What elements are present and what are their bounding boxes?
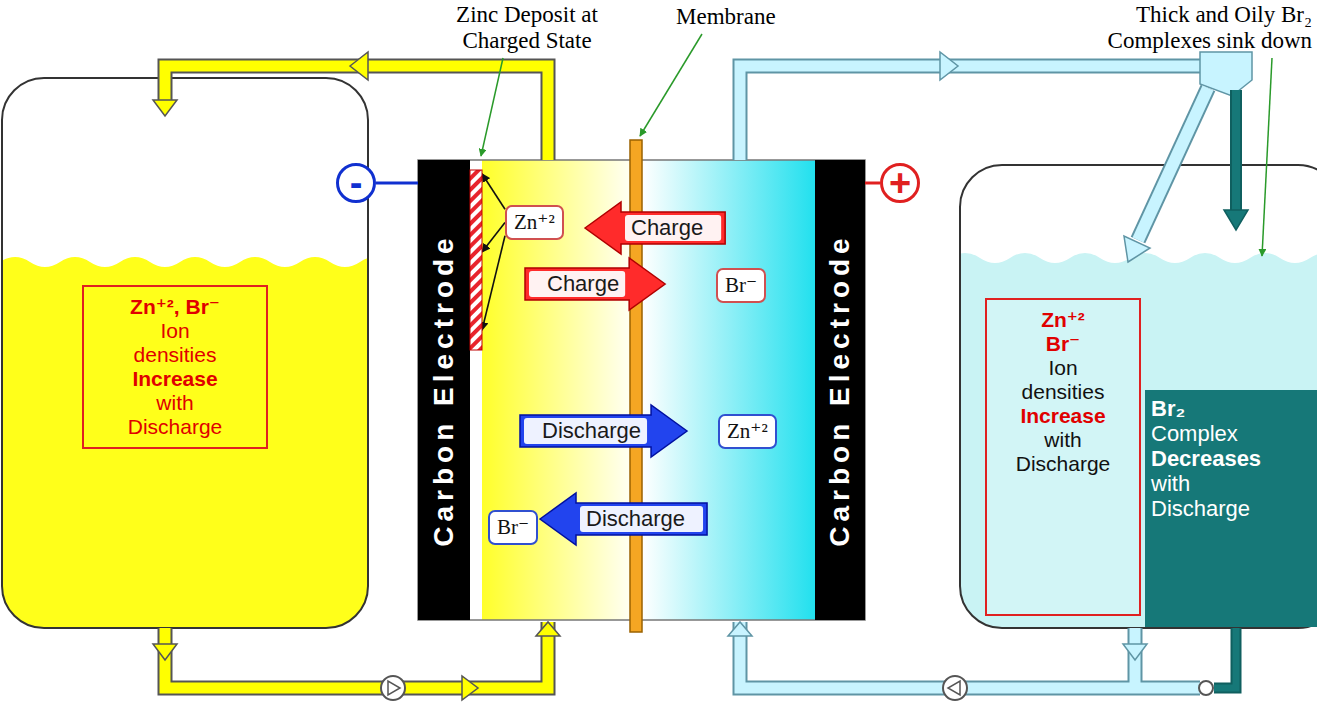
deposition-arrow xyxy=(482,174,505,209)
electrolyte-pipe xyxy=(740,66,1212,160)
valve-symbol xyxy=(1199,681,1213,695)
block-arrow-body xyxy=(520,405,687,457)
node-text: Br⁻ xyxy=(725,273,757,298)
node-text: Complex xyxy=(1151,421,1311,446)
flow-arrowhead xyxy=(350,52,368,80)
charge-arrow: Charge xyxy=(525,258,665,310)
node-text: Charge xyxy=(547,258,619,310)
node-text: + xyxy=(889,164,911,202)
pipe-outline xyxy=(1138,88,1208,240)
pump-symbol xyxy=(388,681,400,695)
block-arrow-body xyxy=(540,493,707,545)
ion-box: Br⁻ xyxy=(488,510,538,545)
node-text: Zn⁺² xyxy=(727,419,768,444)
pipe-outline xyxy=(740,622,1200,688)
pipe-outline xyxy=(1214,628,1236,688)
bromine-complex-layer: Br₂ComplexDecreaseswith Discharge xyxy=(1145,390,1317,627)
leader-line xyxy=(1262,58,1272,256)
leader-line xyxy=(481,58,503,156)
flow-arrowhead xyxy=(728,622,752,636)
discharge-arrow: Discharge xyxy=(520,405,687,457)
node-text: Br⁻ xyxy=(497,515,529,540)
bromine-complex-flow xyxy=(1232,90,1240,212)
node-text: with Discharge xyxy=(1151,471,1250,521)
pump-symbol xyxy=(943,676,967,700)
zinc-electrolyte xyxy=(2,257,368,628)
terminal-wire xyxy=(865,182,880,185)
node-text: Increase xyxy=(993,404,1133,428)
pump-symbol xyxy=(381,676,405,700)
node-text: with Discharge xyxy=(128,391,223,439)
ion-density-box: Zn⁺², Br⁻Ion densitiesIncreasewith Disch… xyxy=(82,285,268,449)
node-text: Discharge xyxy=(586,493,685,545)
terminal-wire xyxy=(376,182,418,185)
zinc-deposit xyxy=(470,170,482,350)
flow-arrowhead xyxy=(1224,210,1248,230)
flow-arrowhead xyxy=(536,622,560,636)
node-text: Ion densities xyxy=(134,319,217,367)
node-text: - xyxy=(350,164,363,202)
ion-box: Br⁻ xyxy=(716,268,766,303)
node-text: Ion densities xyxy=(1022,356,1105,404)
node-text: Increase xyxy=(90,367,260,391)
flow-arrowhead xyxy=(940,52,958,80)
flow-arrowhead xyxy=(1123,644,1147,660)
ion-density-box: Zn⁺²Br⁻Ion densitiesIncreasewith Dischar… xyxy=(985,298,1141,616)
terminal-circle: + xyxy=(880,163,920,203)
flow-arrowhead xyxy=(153,100,177,116)
electrolyte-pipe xyxy=(740,622,1200,688)
charge-arrow: Charge xyxy=(585,202,725,254)
block-arrow-body xyxy=(585,202,725,254)
discharge-arrow: Discharge xyxy=(540,493,707,545)
electrode-bar xyxy=(815,160,865,620)
node-text: Discharge xyxy=(542,405,641,457)
bromine-electrolyte xyxy=(960,253,1317,628)
block-arrow-body xyxy=(525,258,665,310)
flow-arrowhead xyxy=(462,676,478,700)
node-text: Carbon Electrode xyxy=(428,233,460,546)
pipe-outline xyxy=(740,66,1212,160)
flow-arrowhead xyxy=(1124,236,1150,262)
node-text: with Discharge xyxy=(1016,428,1111,476)
node-text: Charge xyxy=(631,202,703,254)
electrode-bar xyxy=(418,160,470,620)
carbon-electrode: Carbon Electrode xyxy=(815,160,865,620)
deposition-arrow xyxy=(482,236,505,330)
pipe-outline xyxy=(165,622,548,688)
flow-arrowhead xyxy=(153,644,177,660)
node-text: Br⁻ xyxy=(993,332,1133,356)
node-text: Zn⁺² xyxy=(993,308,1133,332)
electrolyte-pipe xyxy=(165,622,548,688)
node-text: Zn⁺², Br⁻ xyxy=(90,295,260,319)
callout-label: Zinc Deposit at Charged State xyxy=(432,2,622,54)
node-text: Zn⁺² xyxy=(514,210,555,235)
node-text: Br₂ xyxy=(1151,396,1311,421)
ion-box: Zn⁺² xyxy=(505,205,564,240)
pump-symbol xyxy=(948,681,960,695)
node-text: Carbon Electrode xyxy=(824,233,856,546)
callout-label: Membrane xyxy=(676,4,776,30)
leader-line xyxy=(640,34,702,136)
pipe-outline xyxy=(1230,90,1242,212)
carbon-electrode: Carbon Electrode xyxy=(418,160,482,620)
tank-outline xyxy=(2,78,368,628)
ion-box: Zn⁺² xyxy=(718,414,777,449)
node-text: Decreases xyxy=(1151,446,1311,471)
terminal-circle: - xyxy=(336,163,376,203)
bromine-complex-pipe xyxy=(1214,628,1236,688)
callout-label: Thick and Oily Br₂ Complexes sink down xyxy=(1052,2,1312,54)
return-flow-arrow xyxy=(1138,88,1208,240)
